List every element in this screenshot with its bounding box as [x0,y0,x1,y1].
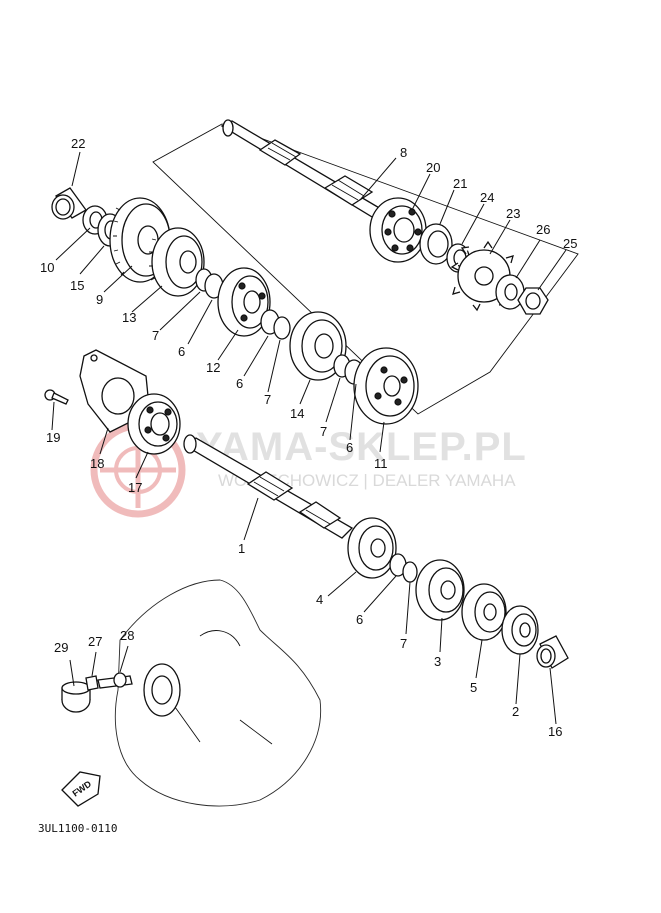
part-labels: 22 8 20 21 24 23 26 25 10 15 9 13 7 6 12… [40,136,577,739]
drawing-code: 3UL1100-0110 [38,822,117,835]
nut-25 [517,287,549,315]
gear-5 [461,583,507,641]
label-18: 18 [90,456,104,471]
label-16: 16 [548,724,562,739]
label-26: 26 [536,222,550,237]
drive-axle [183,434,354,539]
oil-seal-21 [419,223,453,265]
label-23: 23 [506,206,520,221]
label-3: 3 [434,654,441,669]
lock-washer-26 [495,274,525,310]
watermark-subtitle: WOJTECHOWICZ | DEALER YAMAHA [218,471,516,490]
watermark: YAMA-SKLEP.PL WOJTECHOWICZ | DEALER YAMA… [90,422,527,518]
label-4: 4 [316,592,323,607]
label-22: 22 [71,136,85,151]
bearing-17 [127,393,181,455]
cap-29 [61,681,91,713]
gear-14 [289,311,347,381]
label-15: 15 [70,278,84,293]
label-2: 2 [512,704,519,719]
leader-lines [51,151,567,725]
needle-bearing-16 [536,635,569,669]
main-axle [220,119,422,241]
label-11: 11 [374,456,388,471]
circlip-7-d [402,561,418,583]
label-10: 10 [40,260,54,275]
bearing-20 [369,197,427,263]
gear-4 [347,517,397,579]
label-12: 12 [206,360,220,375]
label-19: 19 [46,430,60,445]
circlip-7-b [273,316,291,340]
assembly-outline [152,123,579,415]
label-25: 25 [563,236,577,251]
label-20: 20 [426,160,440,175]
label-7-b: 7 [264,392,271,407]
label-13: 13 [122,310,136,325]
label-27: 27 [88,634,102,649]
washer-28 [113,672,127,688]
label-1: 1 [238,541,245,556]
label-28: 28 [120,628,134,643]
watermark-brand: YAMA-SKLEP.PL [196,425,527,469]
crankcase-outline [114,579,322,807]
label-14: 14 [290,406,304,421]
label-29: 29 [54,640,68,655]
gear-3 [415,559,465,621]
gear-11 [353,347,419,425]
fwd-arrow-icon: FWD [61,771,101,807]
screw-19 [44,389,69,405]
gear-12 [217,267,271,337]
label-6-b: 6 [236,376,243,391]
label-7-d: 7 [400,636,407,651]
label-6-c: 6 [346,440,353,455]
label-7-c: 7 [320,424,327,439]
label-17: 17 [128,480,142,495]
label-7-a: 7 [152,328,159,343]
gear-13 [149,227,205,297]
label-9: 9 [96,292,103,307]
needle-bearing-22 [51,187,87,220]
label-24: 24 [480,190,494,205]
label-8: 8 [400,145,407,160]
gear-2 [501,605,539,655]
label-6-a: 6 [178,344,185,359]
label-5: 5 [470,680,477,695]
label-21: 21 [453,176,467,191]
label-6-d: 6 [356,612,363,627]
